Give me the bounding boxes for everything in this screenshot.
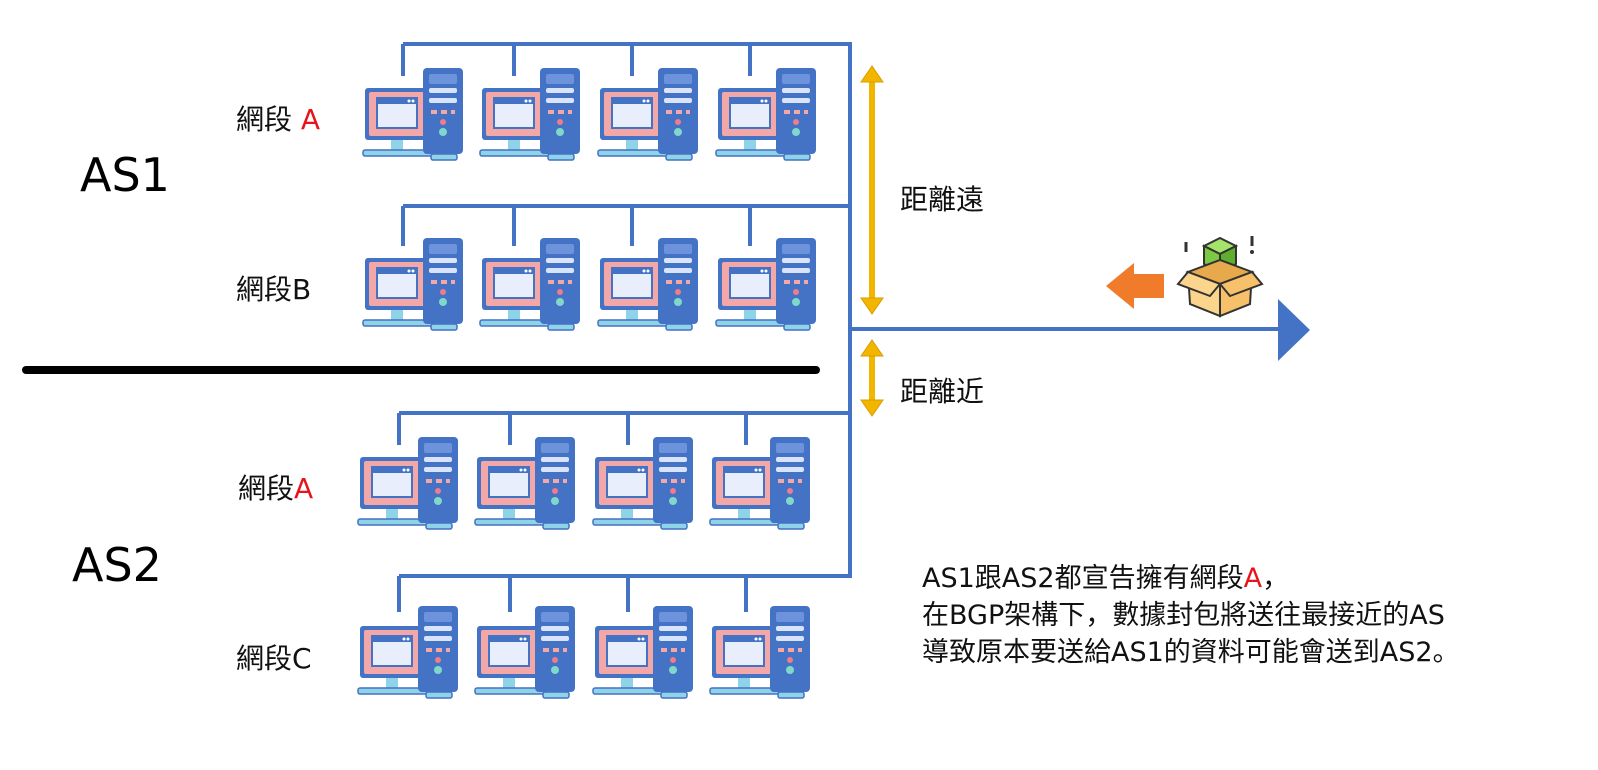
desktop-computer-icon — [474, 436, 576, 530]
desktop-computer-icon — [474, 605, 576, 699]
near-distance-arrow — [860, 339, 884, 417]
desktop-computer-icon — [715, 237, 817, 331]
desktop-computer-icon — [362, 237, 464, 331]
left-arrow-icon — [1106, 263, 1164, 309]
segment-label-as1-a: 網段 A — [236, 98, 320, 138]
package-box-icon — [1176, 236, 1264, 318]
segment-label-as1-b: 網段B — [236, 268, 311, 308]
near-distance-label: 距離近 — [900, 375, 985, 408]
desktop-computer-icon — [597, 67, 699, 161]
desktop-computer-icon — [709, 436, 811, 530]
far-distance-label: 距離遠 — [900, 183, 985, 216]
desktop-computer-icon — [597, 237, 699, 331]
computers-as1-a — [362, 67, 817, 161]
caption-line-3: 導致原本要送給AS1的資料可能會送到AS2。 — [922, 637, 1460, 668]
exit-arrow-head — [1278, 299, 1310, 361]
caption-highlight: A — [1243, 563, 1263, 594]
as2-label: AS2 — [72, 538, 162, 592]
desktop-computer-icon — [709, 605, 811, 699]
segment-suffix: B — [292, 273, 312, 306]
computers-as2-a — [357, 436, 811, 530]
segment-prefix: 網段 — [236, 273, 293, 306]
desktop-computer-icon — [592, 605, 694, 699]
far-distance-arrow — [860, 65, 884, 315]
segment-label-as2-a: 網段A — [238, 467, 313, 507]
segment-suffix-highlight: A — [294, 472, 314, 505]
computers-as1-b — [362, 237, 817, 331]
desktop-computer-icon — [357, 436, 459, 530]
segment-prefix: 網段 — [238, 472, 295, 505]
desktop-computer-icon — [592, 436, 694, 530]
network-lines — [397, 42, 1284, 612]
desktop-computer-icon — [357, 605, 459, 699]
desktop-computer-icon — [479, 67, 581, 161]
segment-suffix: C — [292, 642, 312, 675]
as1-label: AS1 — [80, 148, 170, 202]
caption-line-2: 在BGP架構下，數據封包將送往最接近的AS — [922, 600, 1445, 631]
caption-line-1: AS1跟AS2都宣告擁有網段A， — [922, 563, 1290, 594]
explanation-caption: AS1跟AS2都宣告擁有網段A， 在BGP架構下，數據封包將送往最接近的AS 導… — [922, 560, 1460, 671]
desktop-computer-icon — [362, 67, 464, 161]
computers-as2-c — [357, 605, 811, 699]
segment-prefix: 網段 — [236, 642, 293, 675]
desktop-computer-icon — [479, 237, 581, 331]
segment-suffix-highlight: A — [300, 103, 321, 136]
desktop-computer-icon — [715, 67, 817, 161]
segment-label-as2-c: 網段C — [236, 637, 312, 677]
segment-prefix: 網段 — [236, 103, 293, 136]
